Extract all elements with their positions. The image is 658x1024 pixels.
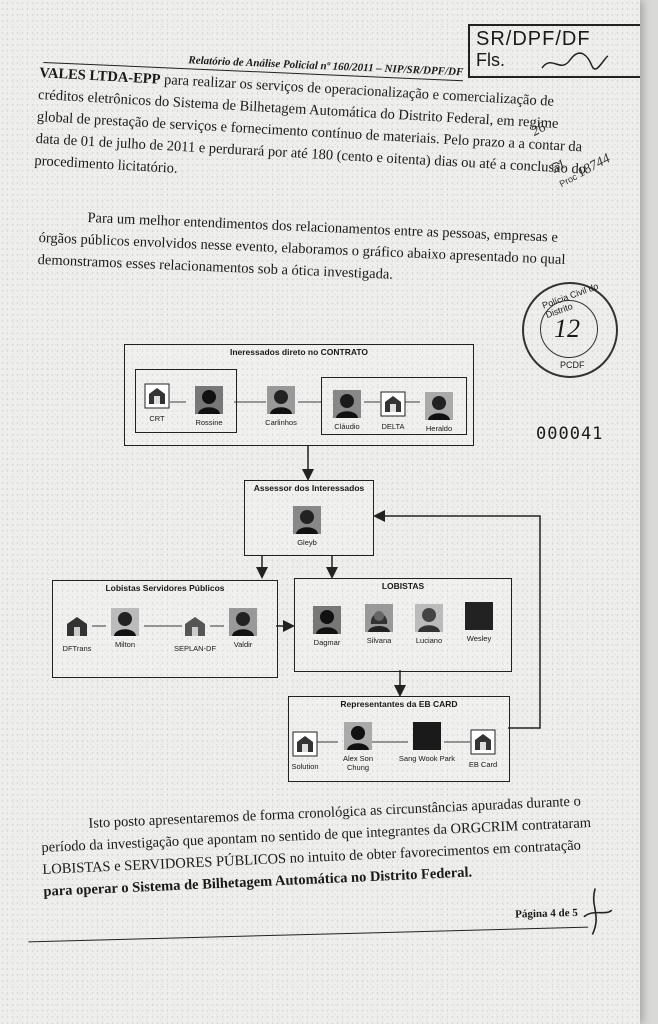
- node-seplan-df: SEPLAN-DF: [172, 612, 218, 653]
- person-photo-icon: [293, 506, 321, 534]
- page-number-stamp: 000041: [536, 424, 604, 444]
- box-contract-right-group: [321, 377, 467, 435]
- node-label: Rossine: [195, 418, 223, 427]
- box-assessor-title: Assessor dos Interessados: [253, 483, 365, 493]
- round-stamp: Polícia Civil do Distrito 12 PCDF: [522, 281, 618, 378]
- building-icon: [470, 729, 496, 755]
- box-contract-title: Ineressados direto no CONTRATO: [229, 347, 369, 357]
- node-dftrans: DFTrans: [54, 612, 100, 653]
- page-label: Página 4 de 5: [515, 906, 578, 921]
- node-label: CRT: [149, 414, 165, 423]
- round-stamp-bottom: PCDF: [560, 360, 585, 370]
- node-crt: CRT: [134, 382, 180, 423]
- box-contract-stakeholders: Ineressados direto no CONTRATO: [124, 344, 474, 446]
- relationship-diagram: Ineressados direto no CONTRATO CRT Rossi…: [52, 344, 541, 782]
- node-label: Silvana: [366, 636, 392, 645]
- node-label: Solution: [291, 762, 319, 771]
- building-icon: [380, 391, 406, 417]
- node-label: Alex Son Chung: [342, 754, 374, 772]
- person-photo-icon: [333, 390, 361, 418]
- node-label: Luciano: [415, 636, 443, 645]
- node-gleyb: Gleyb: [284, 506, 330, 547]
- person-photo-icon: [415, 604, 443, 632]
- node-claudio: Cláudio: [324, 390, 370, 431]
- node-heraldo: Heraldo: [416, 392, 462, 433]
- fls-stamp: SR/DPF/DF Fls.: [468, 24, 640, 78]
- node-label: SEPLAN-DF: [173, 644, 217, 653]
- building-icon: [67, 617, 87, 636]
- box-lobistas-title: LOBISTAS: [381, 581, 425, 591]
- node-label: EB Card: [468, 760, 498, 769]
- signature-icon: [541, 52, 609, 70]
- node-solution: Solution: [282, 730, 328, 771]
- node-rossine: Rossine: [186, 386, 232, 427]
- node-eb-card: EB Card: [460, 728, 506, 769]
- box-ebcard-title: Representantes da EB CARD: [340, 699, 458, 709]
- node-label: Wesley: [466, 634, 492, 643]
- node-alex-son-chung: Alex Son Chung: [332, 722, 384, 772]
- box-ebcard: Representantes da EB CARD: [288, 696, 510, 782]
- node-label: Milton: [114, 640, 135, 649]
- node-label: Gleyb: [297, 538, 317, 547]
- node-label: Sang Wook Park: [398, 754, 456, 763]
- person-photo-icon: [229, 608, 257, 636]
- box-lobistas-servidores-title: Lobistas Servidores Públicos: [105, 583, 225, 593]
- node-carlinhos: Carlinhos: [258, 386, 304, 427]
- node-wesley: Wesley: [456, 602, 502, 643]
- box-contract-left-group: [135, 369, 237, 433]
- node-label: DFTrans: [62, 644, 92, 653]
- signature-icon: [583, 888, 613, 935]
- node-label: Cláudio: [334, 422, 360, 431]
- person-photo-icon: [195, 386, 223, 414]
- building-icon: [292, 731, 318, 757]
- node-milton: Milton: [102, 608, 148, 649]
- node-silvana: Silvana: [356, 604, 402, 645]
- node-label: Valdir: [233, 640, 253, 649]
- node-label: DELTA: [381, 422, 405, 431]
- person-photo-icon: [465, 602, 493, 630]
- fls-stamp-org: SR/DPF/DF: [476, 28, 591, 50]
- person-photo-icon: [365, 604, 393, 632]
- round-stamp-inner-ring: [540, 300, 598, 358]
- node-sang-wook-park: Sang Wook Park: [398, 722, 456, 763]
- node-label: Carlinhos: [265, 418, 297, 427]
- building-icon: [185, 617, 205, 636]
- person-photo-icon: [413, 722, 441, 750]
- node-valdir: Valdir: [220, 608, 266, 649]
- building-icon: [144, 383, 170, 409]
- person-photo-icon: [425, 392, 453, 420]
- person-photo-icon: [267, 386, 295, 414]
- fls-stamp-label: Fls.: [476, 50, 505, 70]
- round-stamp-number: 12: [554, 314, 580, 343]
- person-photo-icon: [111, 608, 139, 636]
- arrow-ebcard-to-assessor: [373, 510, 541, 729]
- diagram-arrows: [92, 401, 541, 743]
- node-label: Dagmar: [313, 638, 341, 647]
- node-delta: DELTA: [370, 390, 416, 431]
- document-page: Relatório de Análise Policial nº 160/201…: [0, 0, 640, 1024]
- page-footer: Página 4 de 5: [28, 888, 613, 946]
- node-label: Heraldo: [425, 424, 453, 433]
- person-photo-icon: [344, 722, 372, 750]
- person-photo-icon: [313, 606, 341, 634]
- node-dagmar: Dagmar: [304, 606, 350, 647]
- node-luciano: Luciano: [406, 604, 452, 645]
